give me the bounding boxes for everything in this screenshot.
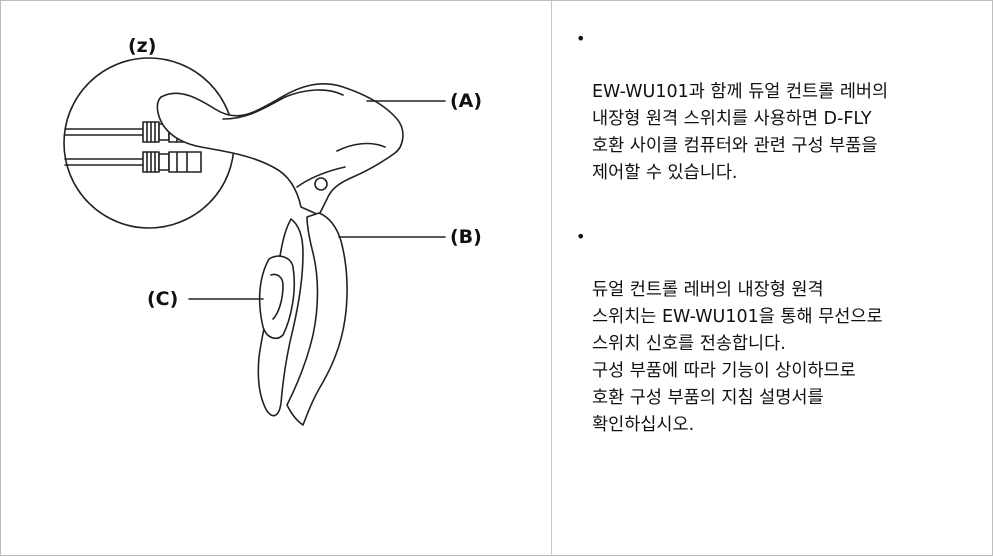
part-label-c: (C) [147, 288, 179, 310]
note-item: • 듀얼 컨트롤 레버의 내장형 원격 스위치는 EW-WU101을 통해 무선… [570, 223, 980, 439]
note-text: EW-WU101과 함께 듀얼 컨트롤 레버의 내장형 원격 스위치를 사용하면… [592, 82, 889, 183]
notes-list: • EW-WU101과 함께 듀얼 컨트롤 레버의 내장형 원격 스위치를 사용… [570, 25, 980, 439]
bullet-icon: • [576, 227, 586, 246]
note-text: 듀얼 컨트롤 레버의 내장형 원격 스위치는 EW-WU101을 통해 무선으로… [592, 280, 883, 435]
figure-panel: (z) (A) (B) (C) [1, 1, 551, 555]
dual-control-lever-illustration [63, 57, 446, 426]
part-label-a: (A) [450, 90, 483, 112]
part-label-b: (B) [450, 226, 482, 248]
column-divider [551, 1, 552, 555]
lever-bracket [156, 83, 404, 216]
note-item: • EW-WU101과 함께 듀얼 컨트롤 레버의 내장형 원격 스위치를 사용… [570, 25, 980, 187]
detail-label-z: (z) [128, 35, 157, 57]
brake-lever [286, 212, 348, 426]
pivot-bolt [314, 177, 328, 191]
bullet-icon: • [576, 29, 586, 48]
notes-panel: • EW-WU101과 함께 듀얼 컨트롤 레버의 내장형 원격 스위치를 사용… [552, 1, 992, 555]
